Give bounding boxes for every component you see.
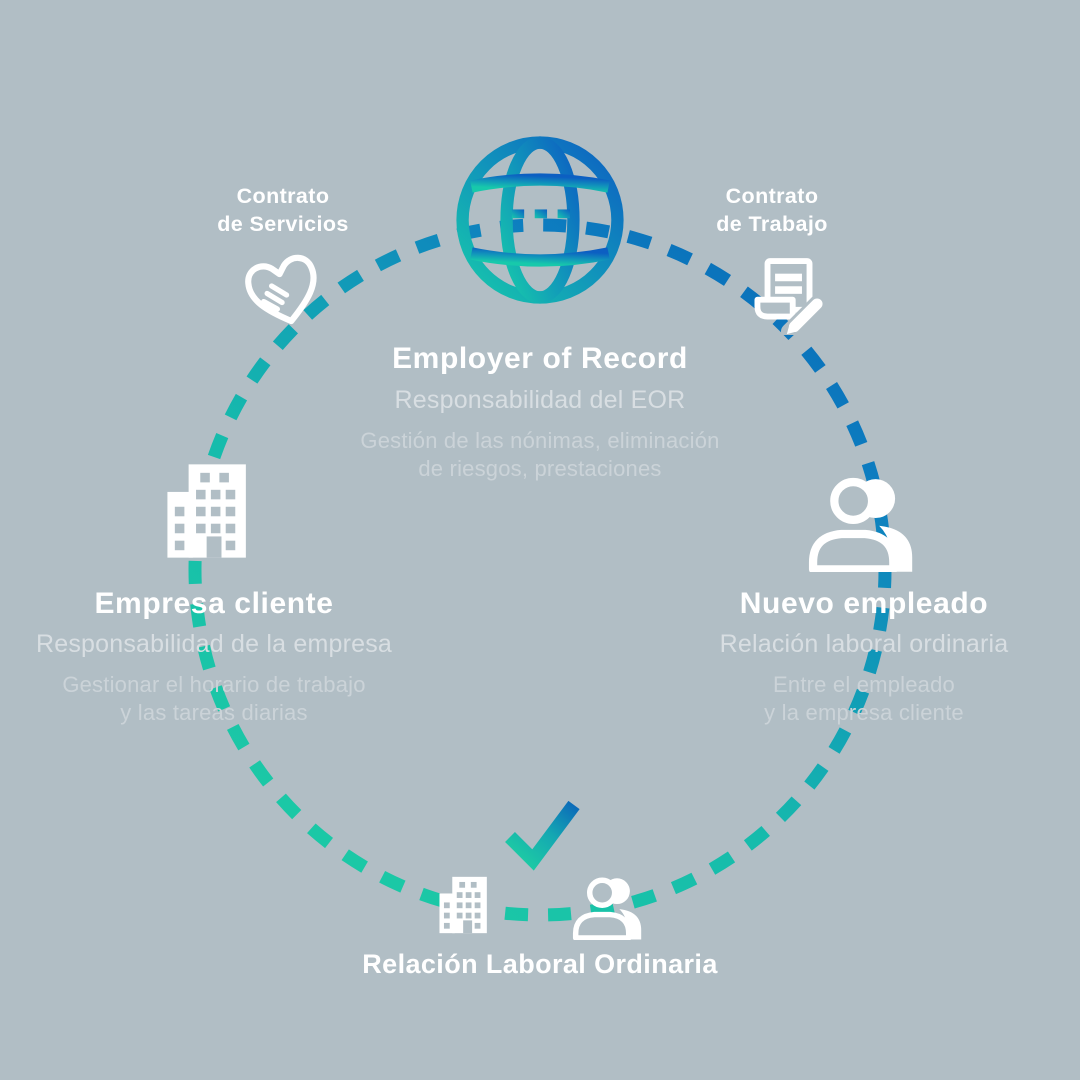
center-subtitle: Responsabilidad del EOR [394, 386, 686, 414]
center-title: Employer of Record [392, 342, 688, 375]
office-building-icon-small [439, 876, 487, 934]
office-building-icon [167, 464, 246, 558]
left-description: Gestionar el horario de trabajo y las ta… [0, 671, 464, 727]
top-left-label-line2: de Servicios [217, 212, 349, 236]
right-description-line1: Entre el empleado [773, 672, 955, 697]
center-description-line1: Gestión de las nónimas, eliminación [360, 428, 720, 453]
top-left-label: Contrato de Servicios [163, 182, 403, 238]
left-description-line1: Gestionar el horario de trabajo [62, 672, 366, 697]
right-description-line2: y la empresa cliente [764, 700, 964, 725]
top-right-label-line2: de Trabajo [716, 212, 828, 236]
center-description-line2: de riesgos, prestaciones [418, 456, 662, 481]
checkmark-icon [505, 800, 580, 871]
globe-icon [456, 136, 624, 304]
top-left-label-line1: Contrato [236, 184, 330, 208]
center-text-block: Employer of Record Responsabilidad del E… [290, 342, 790, 483]
center-description: Gestión de las nónimas, eliminación de r… [290, 427, 790, 483]
contract-pen-icon [754, 258, 828, 335]
right-subtitle: Relación laboral ordinaria [719, 630, 1009, 658]
employees-icon [808, 477, 913, 572]
right-description: Entre el empleado y la empresa cliente [614, 671, 1080, 727]
left-title: Empresa cliente [94, 587, 334, 620]
left-text-block: Empresa cliente Responsabilidad de la em… [0, 587, 464, 727]
right-title: Nuevo empleado [739, 587, 989, 620]
top-right-label: Contrato de Trabajo [652, 182, 892, 238]
handshake-icon [245, 254, 317, 325]
employees-icon-small [572, 877, 642, 940]
left-subtitle: Responsabilidad de la empresa [35, 630, 393, 658]
left-description-line2: y las tareas diarias [120, 700, 308, 725]
top-right-label-line1: Contrato [725, 184, 819, 208]
bottom-label: Relación Laboral Ordinaria [362, 949, 718, 979]
right-text-block: Nuevo empleado Relación laboral ordinari… [614, 587, 1080, 727]
